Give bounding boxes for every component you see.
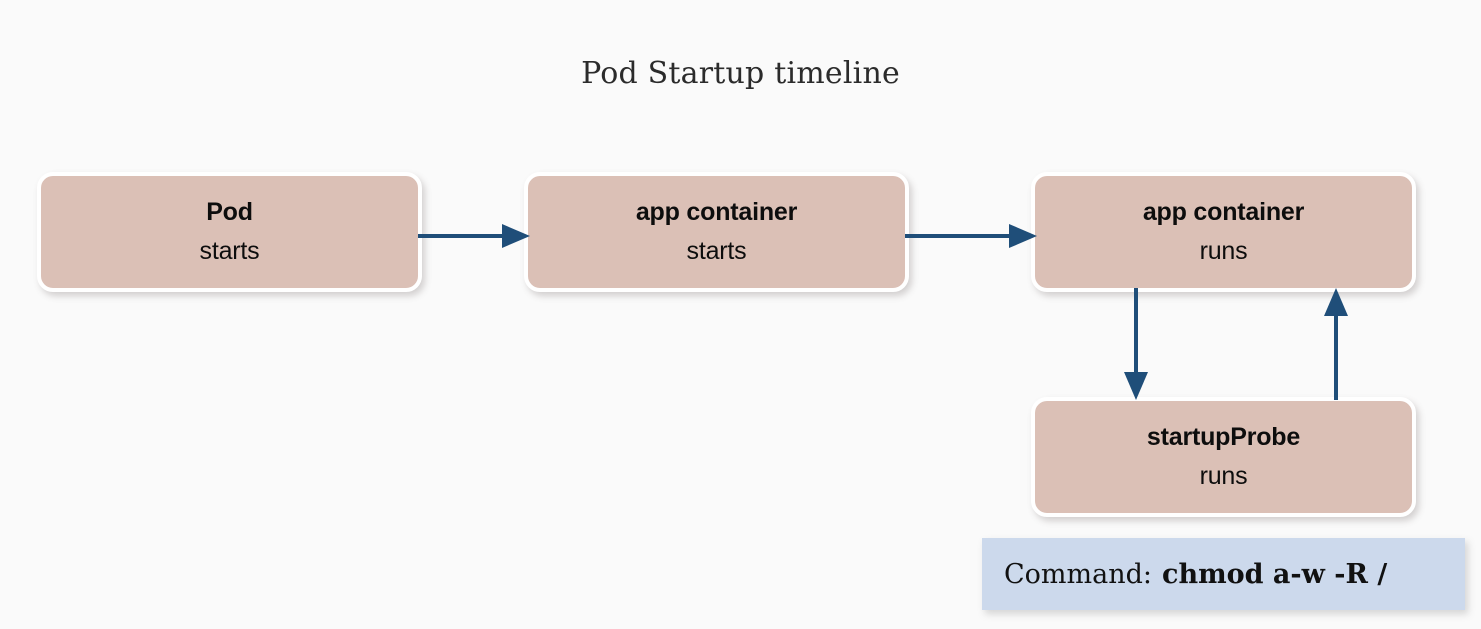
node-app-container-starts-title: app container (635, 198, 798, 226)
arrow-up-icon-startup-probe-to-app-runs (1324, 288, 1348, 400)
arrow-right-icon-pod-to-app-container (418, 224, 530, 248)
command-label: Command: (1004, 558, 1152, 590)
node-app-container-starts: app container starts (524, 172, 909, 292)
page-title: Pod Startup timeline (581, 56, 900, 91)
command-callout: Command: chmod a-w -R / (982, 538, 1465, 610)
node-startup-probe-title: startupProbe (1146, 423, 1301, 451)
node-app-container-runs-title: app container (1142, 198, 1305, 226)
node-startup-probe: startupProbe runs (1031, 397, 1416, 517)
node-app-container-runs-subtitle: runs (1199, 237, 1248, 265)
node-pod-subtitle: starts (199, 237, 260, 265)
arrow-right-icon-app-starts-to-app-runs (905, 224, 1037, 248)
node-pod: Pod starts (37, 172, 422, 292)
node-startup-probe-subtitle: runs (1199, 462, 1248, 490)
arrow-down-icon-app-runs-to-startup-probe (1124, 288, 1148, 400)
node-app-container-starts-subtitle: starts (686, 237, 747, 265)
node-app-container-runs: app container runs (1031, 172, 1416, 292)
node-pod-title: Pod (206, 198, 253, 226)
command-value: chmod a-w -R / (1162, 558, 1388, 590)
